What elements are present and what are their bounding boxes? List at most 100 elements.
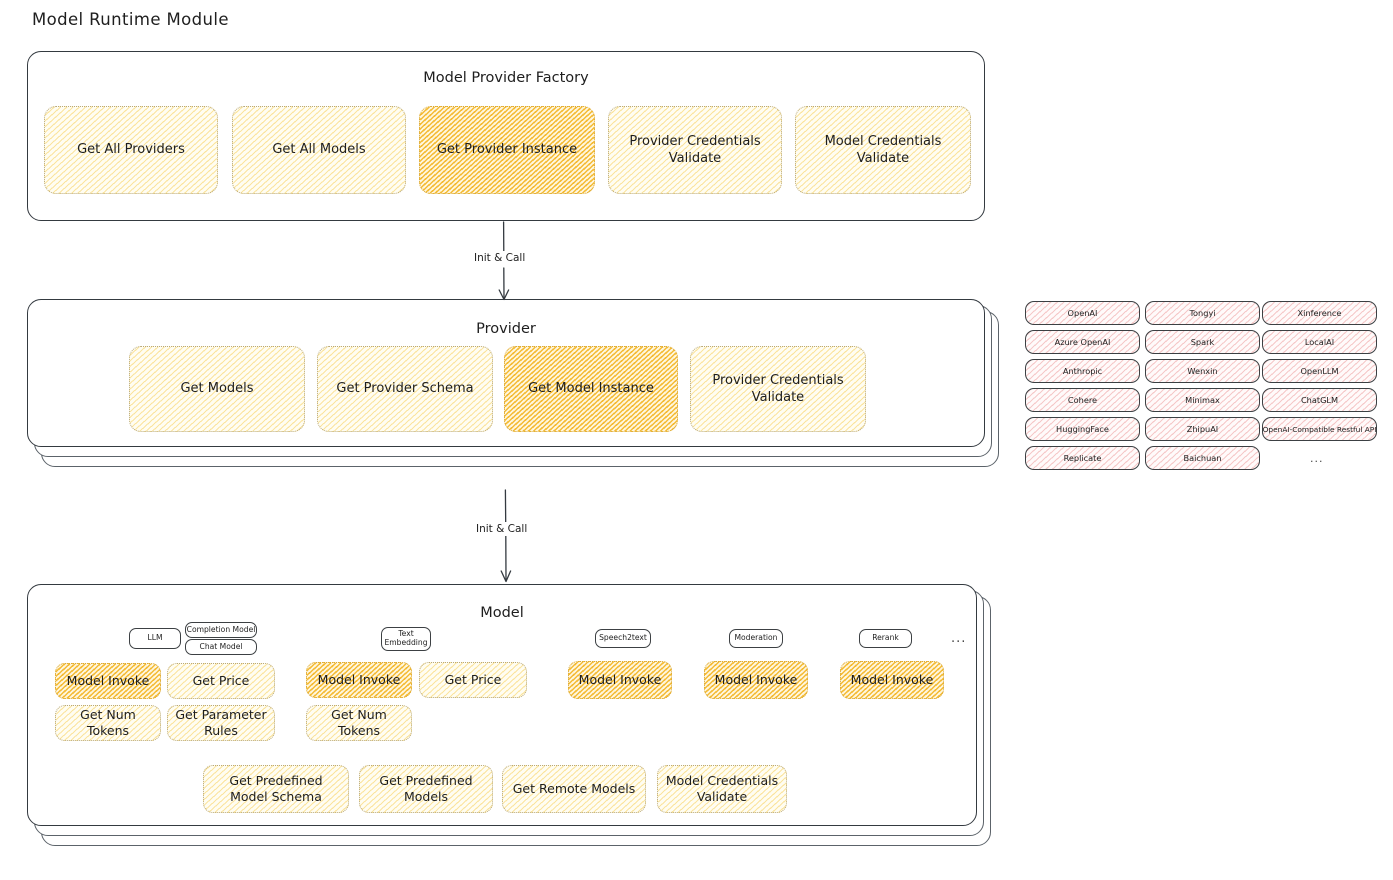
provider-pill-azure-openai[interactable]: Azure OpenAI <box>1025 330 1140 354</box>
provider-pill-zhipuai[interactable]: ZhipuAI <box>1145 417 1260 441</box>
badge-label: Rerank <box>872 633 899 643</box>
model-shared-method-get-predefined-model-schema[interactable]: Get Predefined Model Schema <box>203 765 349 813</box>
provider-method-provider-credentials-validate[interactable]: Provider Credentials Validate <box>690 346 866 432</box>
pill-label: Baichuan <box>1183 453 1222 463</box>
provider-method-get-provider-schema[interactable]: Get Provider Schema <box>317 346 493 432</box>
pill-label: Tongyi <box>1189 308 1216 318</box>
badge-label: Moderation <box>734 633 778 643</box>
provider-pill-localai[interactable]: LocalAI <box>1262 330 1377 354</box>
model-type-badge-rerank[interactable]: Rerank <box>859 629 912 648</box>
chip-label: Model Invoke <box>578 671 662 687</box>
pill-label: Xinference <box>1297 308 1342 318</box>
provider-pill-anthropic[interactable]: Anthropic <box>1025 359 1140 383</box>
badge-label: Chat Model <box>199 641 243 651</box>
chip-label: Get All Models <box>272 142 366 158</box>
pill-label: HuggingFace <box>1056 424 1109 434</box>
pill-label: LocalAI <box>1304 337 1335 347</box>
chip-label: Get Price <box>192 672 250 688</box>
provider-title: Provider <box>476 321 536 337</box>
rerank-method-model-invoke[interactable]: Model Invoke <box>840 661 944 699</box>
chip-label: Model Credentials Validate <box>665 772 779 805</box>
model-type-badge-completion-model[interactable]: Completion Model <box>185 622 257 638</box>
factory-method-provider-credentials-validate[interactable]: Provider Credentials Validate <box>608 106 782 194</box>
provider-pill-minimax[interactable]: Minimax <box>1145 388 1260 412</box>
arrow-label-init-call-2: Init & Call <box>472 522 532 536</box>
factory-method-get-all-models[interactable]: Get All Models <box>232 106 406 194</box>
model-shared-method-get-remote-models[interactable]: Get Remote Models <box>502 765 646 813</box>
pill-label: ChatGLM <box>1300 395 1339 405</box>
chip-label: Model Invoke <box>317 671 401 687</box>
arrow-factory-to-provider <box>498 221 510 301</box>
model-type-badge-speech2text[interactable]: Speech2text <box>595 629 651 648</box>
model-type-badge-llm[interactable]: LLM <box>129 628 181 649</box>
pill-label: OpenAI-Compatible Restful API <box>1262 424 1377 434</box>
provider-pill-replicate[interactable]: Replicate <box>1025 446 1140 470</box>
model-type-badge-text-embedding[interactable]: Text Embedding <box>381 627 431 651</box>
pill-label: Azure OpenAI <box>1054 337 1111 347</box>
badge-label: Speech2text <box>599 633 647 643</box>
provider-pill-openai-compatible-restful-api[interactable]: OpenAI-Compatible Restful API <box>1262 417 1377 441</box>
provider-pill-huggingface[interactable]: HuggingFace <box>1025 417 1140 441</box>
text-embedding-method-get-price[interactable]: Get Price <box>419 662 527 698</box>
pill-label: OpenLLM <box>1300 366 1339 376</box>
model-title: Model <box>480 605 524 621</box>
moderation-method-model-invoke[interactable]: Model Invoke <box>704 661 808 699</box>
provider-pill-wenxin[interactable]: Wenxin <box>1145 359 1260 383</box>
pill-label: Wenxin <box>1187 366 1218 376</box>
arrow-label-init-call-1: Init & Call <box>470 251 530 265</box>
pill-label: ZhipuAI <box>1186 424 1219 434</box>
text-embedding-method-get-num-tokens[interactable]: Get Num Tokens <box>306 705 412 741</box>
chip-label: Get Remote Models <box>512 780 636 796</box>
llm-method-get-price[interactable]: Get Price <box>167 663 275 699</box>
badge-label: Completion Model <box>186 624 256 634</box>
llm-method-get-num-tokens[interactable]: Get Num Tokens <box>55 705 161 741</box>
pill-label: OpenAI <box>1067 308 1098 318</box>
chip-label: Provider Credentials Validate <box>629 133 761 166</box>
chip-label: Get Num Tokens <box>80 706 136 739</box>
model-type-badge-chat-model[interactable]: Chat Model <box>185 639 257 655</box>
provider-pill-openai[interactable]: OpenAI <box>1025 301 1140 325</box>
model-types-ellipsis: ... <box>951 631 967 646</box>
provider-list-ellipsis: ... <box>1310 452 1324 465</box>
chip-label: Provider Credentials Validate <box>712 372 844 405</box>
chip-label: Get Provider Instance <box>436 142 578 158</box>
pill-label: Spark <box>1190 337 1215 347</box>
badge-label: Text Embedding <box>384 629 428 647</box>
llm-method-get-parameter-rules[interactable]: Get Parameter Rules <box>167 705 275 741</box>
provider-method-get-model-instance[interactable]: Get Model Instance <box>504 346 678 432</box>
factory-method-get-provider-instance[interactable]: Get Provider Instance <box>419 106 595 194</box>
chip-label: Model Credentials Validate <box>824 133 942 166</box>
speech2text-method-model-invoke[interactable]: Model Invoke <box>568 661 672 699</box>
chip-label: Get Num Tokens <box>331 706 387 739</box>
chip-label: Get Price <box>444 671 502 687</box>
badge-label: LLM <box>147 633 163 643</box>
chip-label: Get Model Instance <box>528 381 654 397</box>
chip-label: Model Invoke <box>66 672 150 688</box>
provider-pill-xinference[interactable]: Xinference <box>1262 301 1377 325</box>
chip-label: Get Predefined Models <box>379 772 473 805</box>
pill-label: Replicate <box>1063 453 1102 463</box>
provider-pill-openllm[interactable]: OpenLLM <box>1262 359 1377 383</box>
factory-method-get-all-providers[interactable]: Get All Providers <box>44 106 218 194</box>
chip-label: Get Provider Schema <box>336 381 474 397</box>
chip-label: Model Invoke <box>850 671 934 687</box>
chip-label: Get All Providers <box>77 142 185 158</box>
chip-label: Get Predefined Model Schema <box>229 772 323 805</box>
provider-method-get-models[interactable]: Get Models <box>129 346 305 432</box>
text-embedding-method-model-invoke[interactable]: Model Invoke <box>306 662 412 698</box>
provider-pill-baichuan[interactable]: Baichuan <box>1145 446 1260 470</box>
chip-label: Get Parameter Rules <box>175 706 267 739</box>
factory-method-model-credentials-validate[interactable]: Model Credentials Validate <box>795 106 971 194</box>
provider-pill-chatglm[interactable]: ChatGLM <box>1262 388 1377 412</box>
arrow-provider-to-model <box>500 489 512 583</box>
pill-label: Cohere <box>1067 395 1098 405</box>
page-title: Model Runtime Module <box>32 10 229 29</box>
provider-pill-spark[interactable]: Spark <box>1145 330 1260 354</box>
provider-pill-tongyi[interactable]: Tongyi <box>1145 301 1260 325</box>
provider-pill-cohere[interactable]: Cohere <box>1025 388 1140 412</box>
model-shared-method-model-credentials-validate[interactable]: Model Credentials Validate <box>657 765 787 813</box>
model-type-badge-moderation[interactable]: Moderation <box>729 629 783 648</box>
pill-label: Anthropic <box>1062 366 1103 376</box>
model-shared-method-get-predefined-models[interactable]: Get Predefined Models <box>359 765 493 813</box>
llm-method-model-invoke[interactable]: Model Invoke <box>55 663 161 699</box>
